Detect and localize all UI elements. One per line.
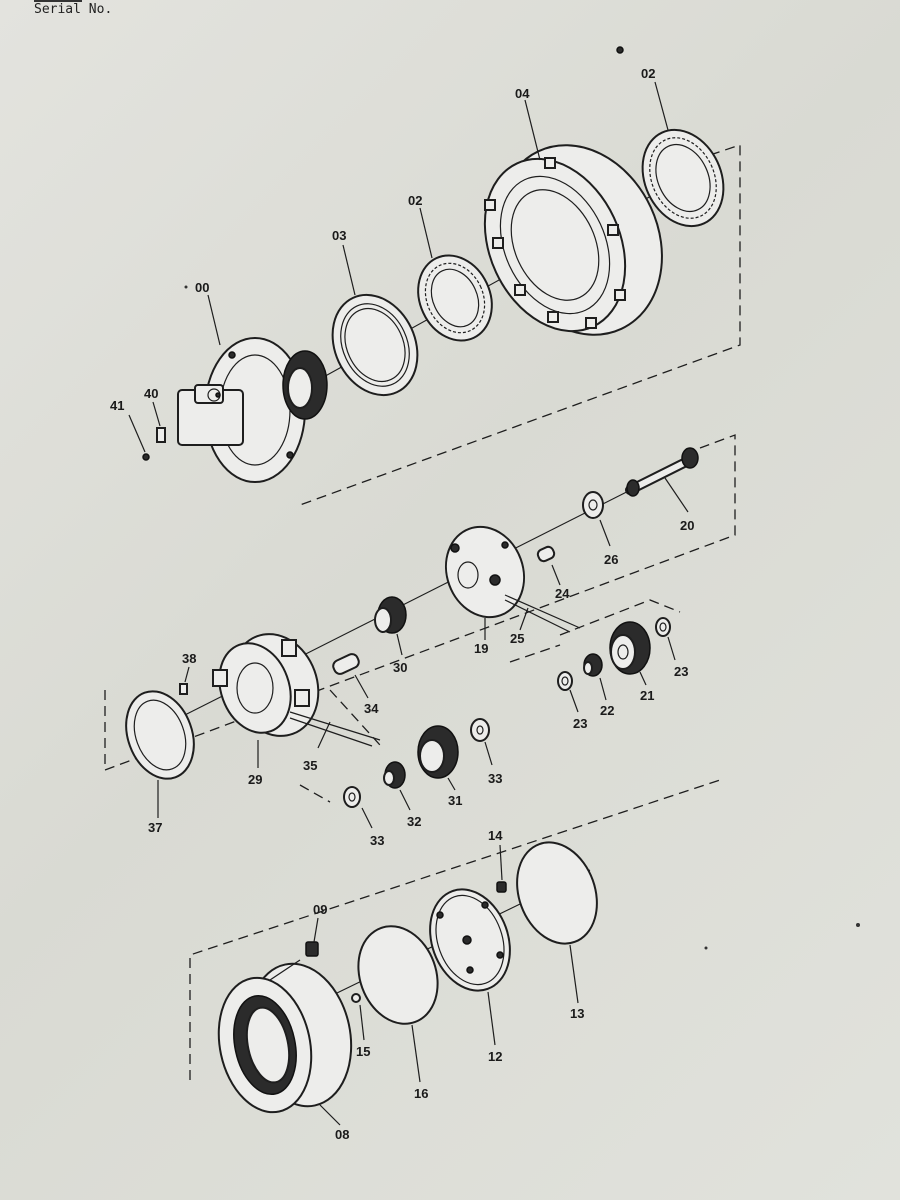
needle-bearing-32	[383, 761, 406, 789]
planet-carrier-1	[212, 633, 320, 737]
washer-33-right	[470, 718, 490, 742]
label-41: 41	[110, 398, 124, 413]
label-02-right: 02	[641, 66, 655, 81]
ring-gear-housing	[217, 962, 353, 1114]
planet-gear-31	[417, 725, 459, 779]
label-34: 34	[364, 701, 379, 716]
label-12: 12	[488, 1049, 502, 1064]
subgroup-boundary-31	[299, 784, 331, 803]
planet-gear-21	[609, 621, 651, 675]
label-19: 19	[474, 641, 488, 656]
bolt-09	[269, 941, 319, 981]
label-26: 26	[604, 552, 618, 567]
pin	[179, 683, 188, 695]
label-25: 25	[510, 631, 524, 646]
label-02-left: 02	[408, 193, 422, 208]
speck	[184, 285, 188, 289]
label-03: 03	[332, 228, 346, 243]
label-20: 20	[680, 518, 694, 533]
label-33-left: 33	[370, 833, 384, 848]
label-35: 35	[303, 758, 317, 773]
label-00: 00	[195, 280, 209, 295]
travel-motor-assembly	[177, 337, 328, 483]
bolt-14	[496, 881, 507, 893]
label-32: 32	[407, 814, 421, 829]
label-08: 08	[335, 1127, 349, 1142]
label-23-right: 23	[674, 664, 688, 679]
thrust-ring	[125, 690, 195, 780]
label-23-left: 23	[573, 716, 587, 731]
o-ring-13	[516, 841, 598, 945]
o-ring-16	[357, 925, 439, 1025]
rivet	[142, 453, 150, 461]
label-04: 04	[515, 86, 530, 101]
bearing-right	[641, 128, 725, 228]
group-boundary-bottom	[189, 779, 721, 1080]
label-31: 31	[448, 793, 462, 808]
thrust-washer-26	[582, 491, 604, 519]
sun-gear-30	[374, 596, 407, 634]
label-33-right: 33	[488, 771, 502, 786]
label-40: 40	[144, 386, 158, 401]
speck	[704, 946, 708, 950]
header-rule	[34, 0, 82, 2]
speck	[856, 923, 860, 927]
label-21: 21	[640, 688, 654, 703]
needle-bearing-22	[583, 653, 603, 677]
group-boundary-top	[299, 144, 741, 506]
pin-shaft-24	[536, 545, 556, 563]
label-22: 22	[600, 703, 614, 718]
group-boundary-middle	[104, 434, 736, 771]
label-38: 38	[182, 651, 196, 666]
label-13: 13	[570, 1006, 584, 1021]
washer-33-left	[343, 786, 361, 808]
label-09: 09	[313, 902, 327, 917]
planet-carrier-2	[444, 525, 526, 619]
washer-23-left	[557, 671, 573, 691]
subgroup-boundary-21	[559, 599, 681, 636]
cover-plate	[429, 888, 511, 992]
label-14: 14	[488, 828, 503, 843]
bearing-left	[417, 254, 493, 342]
floating-seal	[331, 293, 419, 397]
label-16: 16	[414, 1086, 428, 1101]
label-37: 37	[148, 820, 162, 835]
label-15: 15	[356, 1044, 370, 1059]
label-24: 24	[555, 586, 570, 601]
washer-23-right	[655, 617, 671, 637]
label-30: 30	[393, 660, 407, 675]
hub-housing	[483, 46, 663, 336]
serial-number-label: Serial No.	[34, 2, 113, 17]
label-29: 29	[248, 772, 262, 787]
plug-15	[351, 993, 361, 1003]
nameplate	[156, 427, 166, 443]
pin-shaft-34	[332, 653, 360, 675]
drive-shaft	[625, 447, 699, 497]
